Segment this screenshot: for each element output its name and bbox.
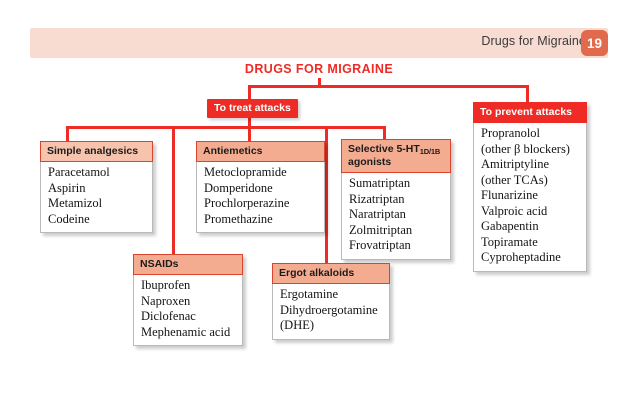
connector-treat-stem: [248, 113, 251, 128]
list-item: Paracetamol: [48, 165, 110, 179]
list-item: Naratriptan: [349, 207, 406, 221]
node-header-label: Ergot alkaloids: [272, 263, 390, 284]
list-item: Zolmitriptan: [349, 222, 413, 237]
node-header-label: To prevent attacks: [473, 102, 587, 123]
node-triptans[interactable]: Selective 5-HT1D/1B agonists Sumatriptan…: [341, 139, 451, 260]
connector-top-bus: [248, 85, 529, 88]
receptor-subscript: 1D/1B: [419, 147, 441, 156]
list-item: Topiramate: [481, 234, 538, 249]
list-item: Domperidone: [204, 180, 273, 195]
list-item: Prochlorperazine: [204, 196, 290, 210]
list-item: (other TCAs): [481, 172, 548, 187]
node-header-text: Selective 5-HT: [348, 143, 420, 155]
list-item: Gabapentin: [481, 219, 539, 233]
list-item: Cyproheptadine: [481, 250, 561, 264]
list-item: Valproic acid: [481, 203, 548, 218]
list-item: Promethazine: [204, 211, 273, 226]
header-bar: [30, 28, 608, 58]
list-item: Naproxen: [141, 293, 191, 308]
node-body: Sumatriptan Rizatriptan Naratriptan Zolm…: [341, 173, 451, 260]
node-to-treat-attacks[interactable]: To treat attacks: [207, 99, 298, 118]
list-item: (other β blockers): [481, 141, 570, 156]
list-item: Metamizol: [48, 196, 103, 210]
page-title: Drugs for Migraine: [481, 34, 586, 48]
page-number-badge: 19: [581, 30, 608, 56]
list-item: Frovatriptan: [349, 238, 411, 252]
connector-drop-antiemetics: [248, 126, 251, 141]
node-to-prevent-attacks[interactable]: To prevent attacks Propranolol (other β …: [473, 102, 587, 272]
connector-to-prevent: [526, 85, 529, 102]
list-item: Diclofenac: [141, 309, 196, 323]
list-item: Dihydroergotamine: [280, 302, 378, 317]
list-item: Flunarizine: [481, 188, 538, 202]
connector-drop-nsaids: [172, 126, 175, 254]
list-item: Mephenamic acid: [141, 324, 231, 339]
node-header-label: Simple analgesics: [40, 141, 153, 162]
node-body: Ibuprofen Naproxen Diclofenac Mephenamic…: [133, 275, 243, 346]
list-item: Sumatriptan: [349, 176, 411, 190]
connector-row-bus: [66, 126, 386, 129]
node-header-text-line2: agonists: [348, 156, 392, 168]
node-antiemetics[interactable]: Antiemetics Metoclopramide Domperidone P…: [196, 141, 325, 233]
diagram-title: DRUGS FOR MIGRAINE: [244, 62, 394, 76]
node-header-label: Selective 5-HT1D/1B agonists: [341, 139, 451, 173]
list-item: Rizatriptan: [349, 191, 405, 206]
connector-root-stem: [318, 78, 321, 87]
list-item: Aspirin: [48, 180, 86, 195]
node-body: Metoclopramide Domperidone Prochlorperaz…: [196, 162, 325, 233]
list-item: Codeine: [48, 211, 90, 226]
node-nsaids[interactable]: NSAIDs Ibuprofen Naproxen Diclofenac Mep…: [133, 254, 243, 346]
list-item: Ibuprofen: [141, 278, 191, 292]
node-body: Paracetamol Aspirin Metamizol Codeine: [40, 162, 153, 233]
node-header-label: NSAIDs: [133, 254, 243, 275]
node-body: Ergotamine Dihydroergotamine (DHE): [272, 284, 390, 340]
node-header-label: Antiemetics: [196, 141, 325, 162]
node-body: Propranolol (other β blockers) Amitripty…: [473, 123, 587, 272]
node-ergot-alkaloids[interactable]: Ergot alkaloids Ergotamine Dihydroergota…: [272, 263, 390, 340]
connector-drop-analgesics: [66, 126, 69, 141]
list-item: Metoclopramide: [204, 165, 287, 179]
list-item: Propranolol: [481, 126, 541, 140]
connector-drop-triptans: [383, 126, 386, 141]
connector-drop-ergot: [325, 126, 328, 263]
list-item: Amitriptyline: [481, 157, 550, 171]
connector-to-treat: [248, 85, 251, 99]
node-simple-analgesics[interactable]: Simple analgesics Paracetamol Aspirin Me…: [40, 141, 153, 233]
list-item: (DHE): [280, 318, 315, 332]
list-item: Ergotamine: [280, 287, 339, 301]
